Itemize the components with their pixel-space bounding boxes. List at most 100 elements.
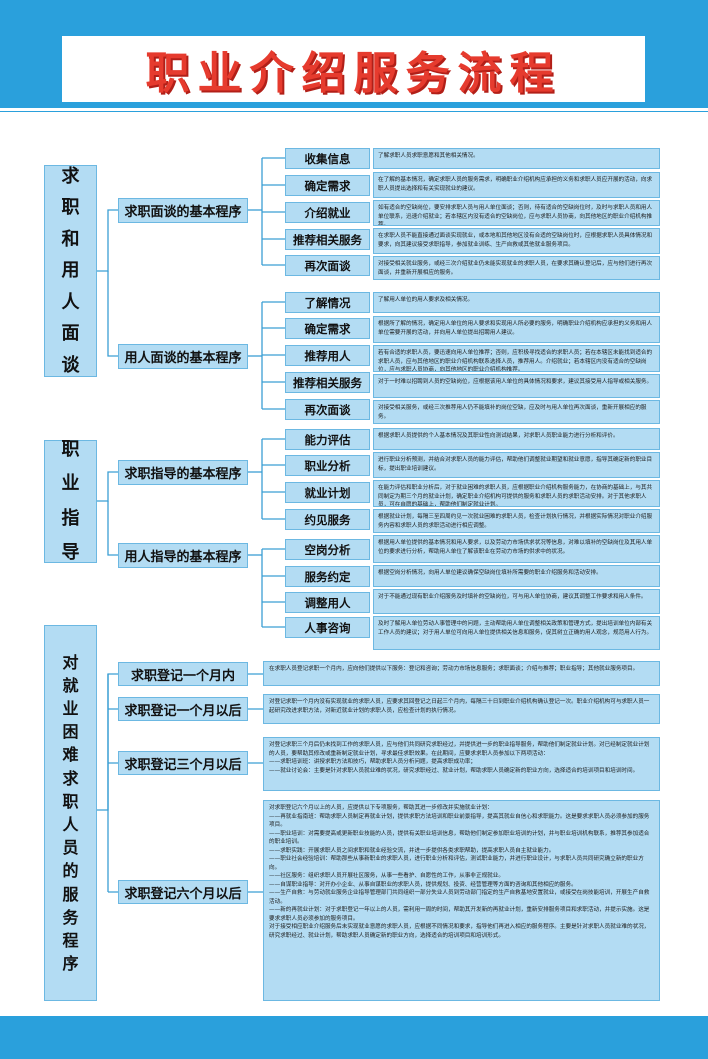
step-desc: 及时了解用人单位劳动人事管理中的问题，主动帮助用人单位调整相关政策和管理方式，提… xyxy=(373,616,660,650)
section-label: 职业指导 xyxy=(62,433,80,570)
section-label-char: 导 xyxy=(61,541,80,563)
group-within-one-month: 求职登记一个月内 xyxy=(118,662,248,686)
group-employer-guidance: 用人指导的基本程序 xyxy=(118,543,248,568)
step-label: 再次面谈 xyxy=(304,258,351,273)
section-label-char: 职 xyxy=(61,197,80,219)
step-understand-situation: 了解情况 xyxy=(285,292,370,313)
step-label: 就业计划 xyxy=(304,485,351,500)
step-recommend-staff: 推荐用人 xyxy=(285,345,370,366)
group-label: 用人指导的基本程序 xyxy=(124,550,242,565)
step-label: 了解情况 xyxy=(304,295,351,310)
step-label: 推荐相关服务 xyxy=(293,375,362,390)
section-label-char: 难 xyxy=(62,745,79,765)
step-desc: 在能力评估和职业分析后，对于就业困难的求职人员，应根据职业介绍机构服务能力，在协… xyxy=(373,480,660,507)
section-label-char: 求 xyxy=(61,165,80,187)
step-desc: 根据用人单位提供的基本情况和用人要求，以及劳动力市场供求状况等信息，对难以填补的… xyxy=(373,535,660,563)
section-label-char: 业 xyxy=(62,699,79,719)
group-desc: 在求职人员登记求职一个月内，应向他们提供以下服务：登记和咨询；劳动力市场信息服务… xyxy=(263,661,660,686)
group-label: 求职登记六个月以后 xyxy=(124,886,242,902)
step-desc: 对于一时难以招聘到人员的空缺岗位，应根据该用人单位的具体情况和要求，建议其接受用… xyxy=(373,374,660,398)
step-employment-plan: 就业计划 xyxy=(285,482,370,503)
section-job-interview: 求职和用人面谈 xyxy=(44,165,97,377)
step-label: 能力评估 xyxy=(304,432,351,447)
section-label-char: 就 xyxy=(62,675,79,695)
step-vacancy-analysis: 空岗分析 xyxy=(285,539,370,560)
step-collect-info: 收集信息 xyxy=(285,148,370,169)
section-label-char: 员 xyxy=(62,838,79,858)
step-desc: 在了解的基本情况，确定求职人员的服务需求，明确职业介绍机构应承担的义务和求职人员… xyxy=(373,172,660,198)
step-determine-needs-employer: 确定需求 xyxy=(285,318,370,339)
desc-paragraph: ——就业讨论会：主要是针对求职人员就业难的状况，研究求职经过、就业计划，帮助求职… xyxy=(269,767,639,774)
step-label: 介绍就业 xyxy=(304,205,351,220)
group-desc: 对登记求职三个月后仍未找到工作的求职人员，应与他们共同研究求职经过，并提供进一步… xyxy=(263,737,660,791)
step-label: 确定需求 xyxy=(304,321,351,336)
step-desc: 对接受相关服务，或经三次推荐用人仍不能填补的岗位空缺，应及时与用人单位再次面谈，… xyxy=(373,400,660,424)
desc-paragraph: ——求职实践：开展求职人员之间求职和就业经验交流，并进一步提供各类求职帮助，提高… xyxy=(269,847,555,854)
section-label-char: 业 xyxy=(61,473,80,495)
group-job-guidance: 求职指导的基本程序 xyxy=(118,460,248,485)
step-label: 调整用人 xyxy=(304,595,351,610)
desc-paragraph: 对于接受相应职业介绍服务后未实现就业意愿的求职人员，应根据不同情况和要求，指导他… xyxy=(269,924,650,939)
step-label: 服务约定 xyxy=(304,569,351,584)
section-label-char: 职 xyxy=(62,791,79,811)
group-desc: 对登记求职一个月内没有实现就业的求职人员，应要求其回登记之日起三个月内，每隔三十… xyxy=(263,694,660,724)
desc-paragraph: 对求职登记六个月以上的人员，应提供以下专项服务，帮助其进一步修改并实施就业计划： xyxy=(269,805,493,811)
step-second-interview-employer: 再次面谈 xyxy=(285,399,370,420)
section-label-char: 困 xyxy=(62,722,79,742)
header-rule xyxy=(0,108,708,111)
step-label: 人事咨询 xyxy=(304,620,351,635)
group-label: 求职登记一个月内 xyxy=(130,668,235,684)
section-label-char: 服 xyxy=(62,884,79,904)
step-career-analysis: 职业分析 xyxy=(285,455,370,476)
desc-paragraph: ——职业培训：对需要提高或更新职业技能的人员，提供有关职业培训信息，帮助他们制定… xyxy=(269,830,650,846)
step-label: 收集信息 xyxy=(304,151,351,166)
step-desc: 在求职人员不能直接通过面谈实现就业，或本地和其他地区没有合适的空缺岗位时，应根据… xyxy=(373,228,660,254)
step-personnel-consulting: 人事咨询 xyxy=(285,617,370,638)
section-label-char: 指 xyxy=(61,507,80,529)
step-desc: 根据求职人员提供的个人基本情况及其职业性向测试结果，对求职人员职业能力进行分析和… xyxy=(373,428,660,450)
section-label-char: 对 xyxy=(62,652,79,672)
desc-paragraph: ——再就业指南班：帮助求职人员制定再就业计划，提供求职方法培训和职业前景指导，提… xyxy=(269,813,650,829)
step-desc: 了解求职人员求职意愿和其他相关情况。 xyxy=(373,148,660,169)
group-label: 求职登记一个月以后 xyxy=(124,703,242,719)
section-hard-to-employ-services: 对就业困难求职人员的服务程序 xyxy=(44,625,97,1001)
step-label: 确定需求 xyxy=(304,178,351,193)
step-desc: 根据就业计划，每隔三至四周约见一次就业困难的求职人员，检查计划执行情况，并根据实… xyxy=(373,509,660,533)
step-desc: 对于不能通过现有职业介绍服务及时填补的空缺岗位，可与用人单位协商，建议其调整工作… xyxy=(373,589,660,614)
title-panel: 职业介绍服务流程 xyxy=(62,36,645,102)
section-label-char: 务 xyxy=(62,907,79,927)
step-desc: 根据空岗分析情况，向用人单位建议确保空缺岗位填补所需要的职业介绍服务和活动安排。 xyxy=(373,565,660,587)
step-adjust-hiring: 调整用人 xyxy=(285,592,370,613)
step-label: 职业分析 xyxy=(304,458,351,473)
section-label: 求职和用人面谈 xyxy=(62,161,80,382)
step-recommend-services: 推荐相关服务 xyxy=(285,229,370,250)
step-desc: 根据所了解的情况，确定用人单位的用人要求和实现用人所必要的服务，明确职业介绍机构… xyxy=(373,316,660,343)
group-desc: 对求职登记六个月以上的人员，应提供以下专项服务，帮助其进一步修改并实施就业计划：… xyxy=(263,800,660,1001)
group-label: 求职指导的基本程序 xyxy=(124,467,242,482)
section-label-char: 职 xyxy=(61,439,80,461)
section-label: 对就业困难求职人员的服务程序 xyxy=(62,651,78,976)
section-label-char: 人 xyxy=(62,815,79,834)
footer-band xyxy=(0,1019,708,1059)
step-desc: 如有适合的空缺岗位，要安排求职人员与用人单位面谈；否则，待有适合的空缺岗位时，及… xyxy=(373,200,660,226)
step-introduce-employment: 介绍就业 xyxy=(285,202,370,223)
desc-paragraph: ——职业社会经验培训：帮助那些从事新职业的求职人员，进行职业分析和评估，测试职业… xyxy=(269,856,644,871)
step-desc: 若有合适的求职人员，要迅速向用人单位推荐；否则，应积极寻找适合的求职人员；若在本… xyxy=(373,345,660,372)
step-determine-needs: 确定需求 xyxy=(285,175,370,196)
section-label-char: 谈 xyxy=(61,354,80,376)
group-employer-interview: 用人面谈的基本程序 xyxy=(118,344,248,369)
section-label-char: 人 xyxy=(61,291,80,313)
step-desc: 对接受相关就业服务，或经三次介绍就业仍未能实现就业的求职人员，在要求其确认登记后… xyxy=(373,256,660,280)
page-title: 职业介绍服务流程 xyxy=(145,48,562,99)
step-label: 推荐相关服务 xyxy=(293,232,362,247)
group-after-six-months: 求职登记六个月以后 xyxy=(118,880,248,904)
desc-paragraph: 对登记求职一个月内没有实现就业的求职人员，应要求其回登记之日起三个月内，每隔三十… xyxy=(269,699,650,714)
footer-rule xyxy=(0,1016,708,1019)
step-desc: 进行职业分析预测，并结合对求职人员的能力评估，帮助他们调整就业期望和就业意愿，指… xyxy=(373,452,660,478)
step-recommend-services-employer: 推荐相关服务 xyxy=(285,372,370,393)
section-label-char: 求 xyxy=(62,768,79,788)
section-label-char: 用 xyxy=(61,260,80,282)
step-desc: 了解用人单位的用人要求及相关情况。 xyxy=(373,292,660,313)
step-service-agreement: 服务约定 xyxy=(285,566,370,587)
